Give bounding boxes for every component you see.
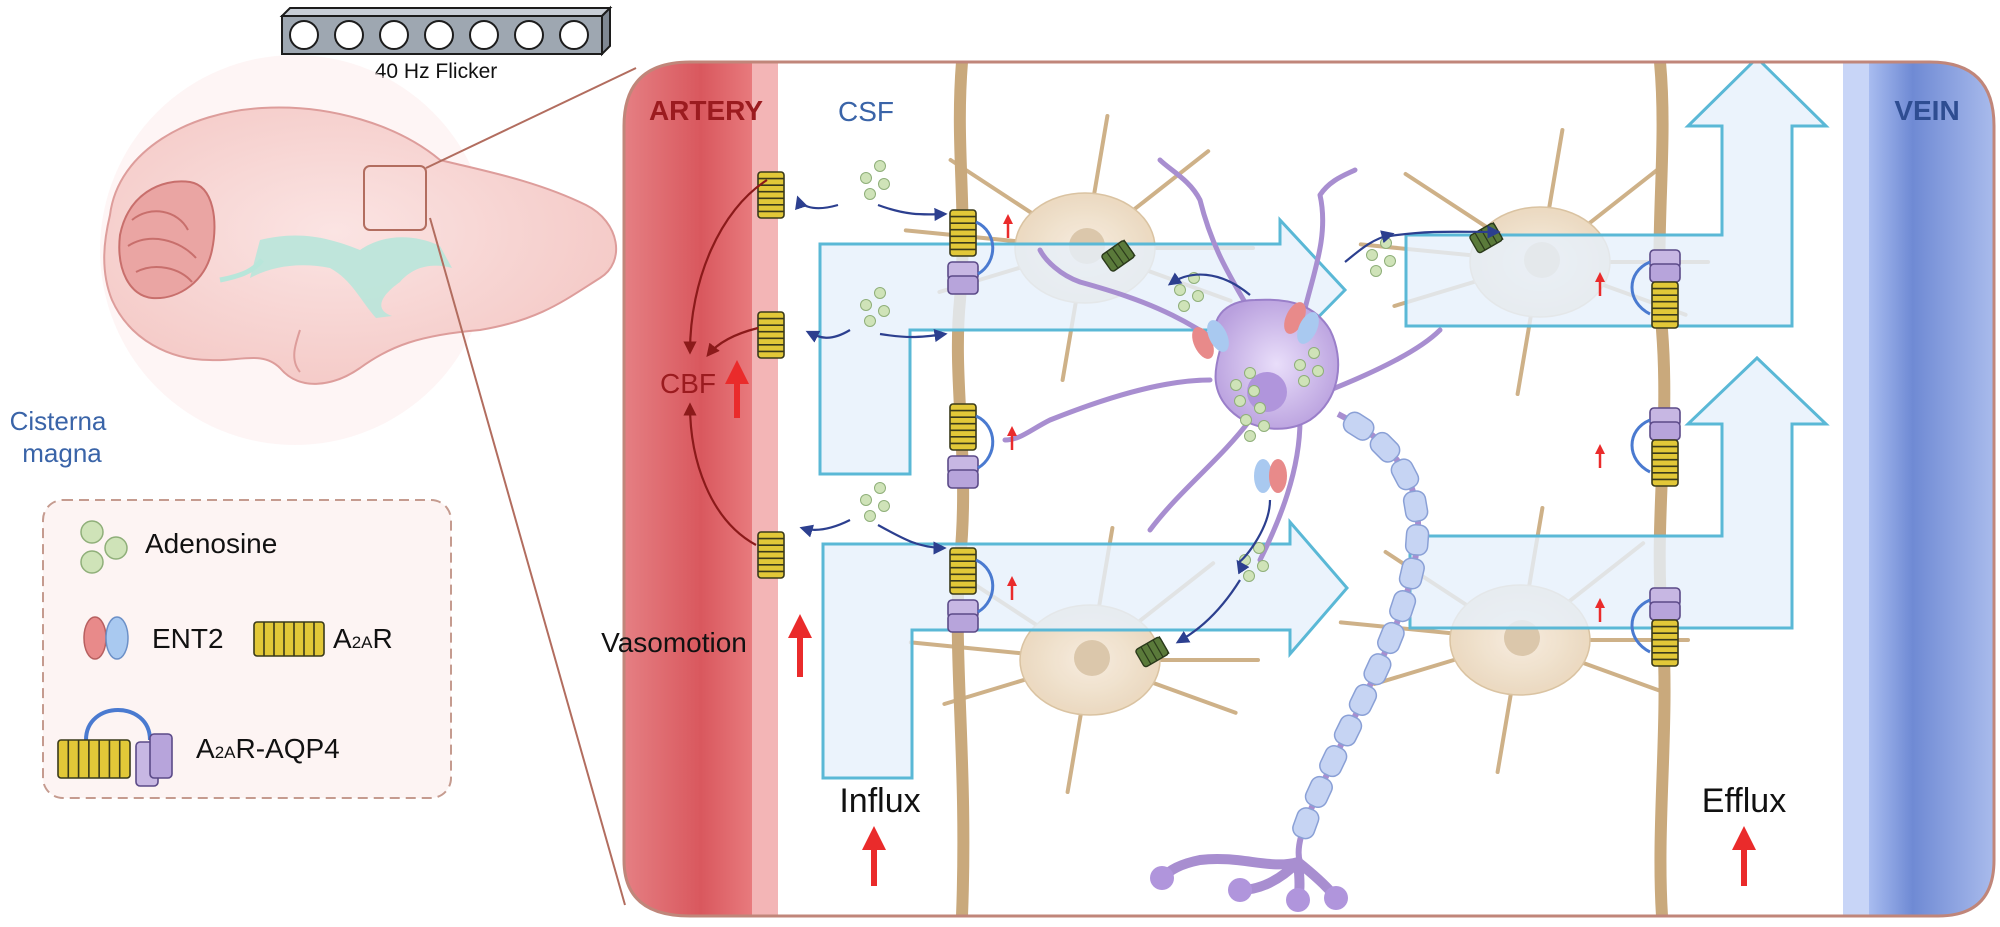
flicker-led [559,20,589,50]
myelin-segment [1390,458,1420,491]
membrane-a2ar [1101,239,1136,272]
flicker-led [334,20,364,50]
aqp4-channel [1649,587,1681,621]
adenosine-icon [80,520,128,574]
vein-wall [1869,62,1994,916]
legend-adenosine-label: Adenosine [145,528,277,559]
cisterna-label-line1: Cisterna [10,406,107,436]
efflux-up-arrow [1732,826,1756,886]
flicker-device [279,5,613,57]
myelin-segment [1342,411,1375,441]
adenosine-cluster [860,482,890,522]
efflux-arrow-bottom [1408,355,1830,630]
small-up-arrow [1595,272,1605,296]
flicker-led [289,20,319,50]
adenosine-cluster [1240,402,1270,442]
membrane-a2ar [1135,636,1170,668]
vasomotion-up-arrow [788,614,812,677]
flicker-led [514,20,544,50]
legend-a2ar-label: A2AR [333,623,393,654]
small-up-arrow [1595,598,1605,622]
cbf-up-arrow [725,360,749,418]
cisterna-label-line2: magna [22,438,102,468]
small-up-arrow [1595,444,1605,468]
brain-sagittal [100,55,617,445]
adenosine-cluster [860,160,890,200]
a2ar-receptor [1651,439,1679,487]
a2ar-receptor [949,547,977,595]
efflux-label: Efflux [1702,782,1786,820]
ent2-icon [83,616,129,660]
myelin-segment [1319,745,1348,778]
myelin-segment [1377,621,1405,655]
a2ar-receptor [757,311,785,359]
a2ar-receptor [253,621,325,657]
a2ar-receptor [757,171,785,219]
myelin-segment [1369,431,1401,463]
artery-wall [624,62,752,916]
aqp4-channel [947,599,979,633]
a2ar-receptor [757,531,785,579]
a2ar-icon [253,621,325,657]
a2ar-receptor [57,739,131,779]
myelin-segment [1389,590,1417,623]
adenosine-cluster [860,287,890,327]
legend-ent2-label: ENT2 [152,623,224,654]
flicker-led [424,20,454,50]
a2ar-receptor [949,403,977,451]
neuron-ent2 [1192,302,1319,493]
myelin-segment [1402,490,1429,523]
a2ar-receptor [1651,281,1679,329]
adenosine-cluster [1230,367,1260,407]
legend-a2ar-aqp4-label: A2AR-AQP4 [196,733,340,764]
adenosine-cluster [1294,347,1324,387]
myelin-segment [1292,807,1320,840]
signaling-arrows [683,179,1501,644]
a2ar-receptor [1651,619,1679,667]
vasomotion-label: Vasomotion [601,627,747,658]
artery-label: ARTERY [649,95,763,126]
zoom-region-box [363,165,427,231]
legend: Adenosine ENT2 A2AR A2AR-AQP4 [42,499,452,799]
efflux-arrow-top [1404,62,1830,328]
myelin-segment [1398,557,1425,590]
influx-up-arrow [862,826,886,886]
aqp4-channel [947,261,979,295]
vein-label: VEIN [1894,95,1959,126]
main-panel [622,60,1996,918]
aqp4-channel [1649,249,1681,283]
astrocyte-process-left [951,62,970,916]
flicker-led [379,20,409,50]
aqp4-channel [947,455,979,489]
flicker-leds [289,20,589,50]
a2ar-aqp4-icon [57,708,173,787]
csf-label: CSF [838,96,894,127]
myelin-segment [1363,653,1392,686]
flicker-label: 40 Hz Flicker [375,60,498,83]
myelin-segment [1404,524,1430,556]
small-up-arrow [1007,426,1017,450]
aqp4-channel [135,733,173,787]
flicker-led [469,20,499,50]
myelin-segment [1304,775,1333,808]
cbf-label: CBF [660,368,716,399]
a2ar-receptor [949,209,977,257]
aqp4-channel [1649,407,1681,441]
influx-label: Influx [839,782,920,820]
neuron [1002,157,1443,912]
myelin-segment [1348,683,1378,716]
myelin-segment [1333,714,1363,747]
astrocyte-process-right [1653,62,1671,916]
small-up-arrow [1003,214,1013,238]
small-up-arrow [1007,576,1017,600]
